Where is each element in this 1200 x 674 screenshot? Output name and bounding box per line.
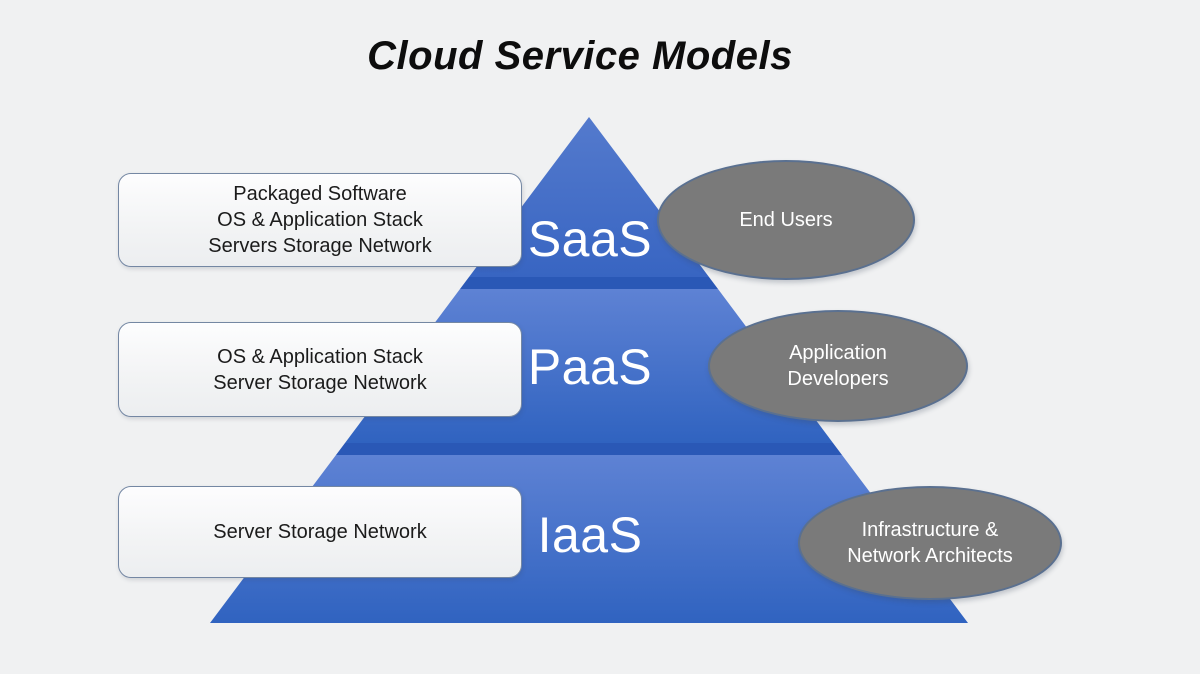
tier-divider-paas-iaas: [336, 443, 842, 455]
paas-components-text: OS & Application Stack Server Storage Ne…: [213, 345, 427, 394]
page-title: Cloud Service Models: [367, 34, 793, 78]
iaas-tier-label: IaaS: [537, 507, 643, 563]
iaas-components-box: Server Storage Network: [118, 486, 522, 578]
saas-components-box: Packaged Software OS & Application Stack…: [118, 173, 522, 267]
saas-tier-label: SaaS: [527, 211, 653, 267]
end-users-ellipse: End Users: [657, 160, 915, 280]
saas-components-text: Packaged Software OS & Application Stack…: [208, 183, 432, 257]
pyramid-tier-saas-shape: [469, 117, 709, 277]
iaas-components-text: Server Storage Network: [213, 521, 427, 543]
tier-divider-saas-paas: [460, 277, 718, 289]
paas-components-box: OS & Application Stack Server Storage Ne…: [118, 322, 522, 417]
application-developers-ellipse: Application Developers: [708, 310, 968, 422]
infrastructure-architects-text: Infrastructure & Network Architects: [847, 519, 1013, 567]
infrastructure-architects-ellipse: Infrastructure & Network Architects: [798, 486, 1062, 600]
application-developers-text: Application Developers: [787, 342, 889, 390]
paas-tier-label: PaaS: [527, 339, 653, 395]
end-users-text: End Users: [739, 209, 833, 231]
